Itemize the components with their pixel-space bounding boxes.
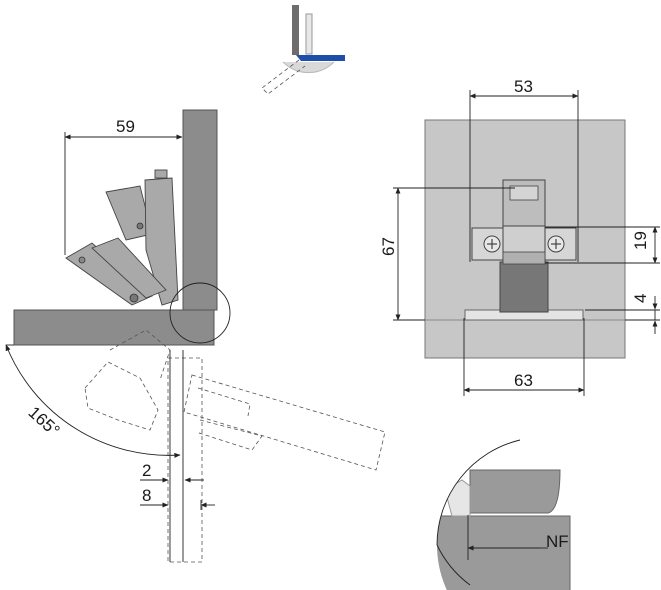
hinge-type-icon xyxy=(261,5,345,95)
screw-icon-left xyxy=(483,235,501,253)
dim-2: 2 xyxy=(142,461,151,480)
screw-icon-right xyxy=(547,235,565,253)
dim-63: 63 xyxy=(514,371,533,390)
angle-label: 165° xyxy=(25,403,64,441)
dim-59: 59 xyxy=(116,117,135,136)
dim-19: 19 xyxy=(631,231,650,250)
detail-view: NF xyxy=(436,439,571,590)
side-panel-vertical xyxy=(182,109,218,311)
dim-4: 4 xyxy=(631,294,650,303)
open-door-outline xyxy=(84,329,386,563)
side-view: 59 165° 2 8 xyxy=(5,109,386,563)
dim-8: 8 xyxy=(142,486,151,505)
detail-marker-circle xyxy=(169,282,231,344)
hinge-body xyxy=(65,169,179,306)
side-panel-horizontal xyxy=(13,309,215,346)
dim-67: 67 xyxy=(379,237,398,256)
plate-view: 53 67 19 4 63 xyxy=(379,77,660,396)
nf-label: NF xyxy=(546,532,569,551)
dim-53: 53 xyxy=(514,77,533,96)
